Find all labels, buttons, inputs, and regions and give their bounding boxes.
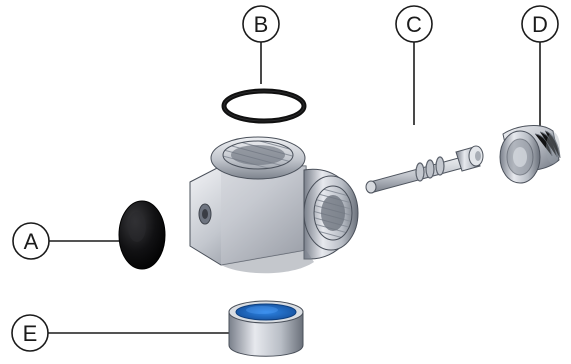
callout-d: D bbox=[521, 5, 559, 43]
main-tee-body bbox=[189, 136, 359, 274]
callout-lines bbox=[44, 40, 541, 334]
part-b-o-ring bbox=[221, 88, 307, 124]
callout-c: C bbox=[395, 5, 433, 43]
callout-label-d: D bbox=[532, 12, 548, 37]
callout-label-c: C bbox=[406, 12, 422, 37]
callout-a: A bbox=[12, 222, 50, 260]
part-a-rubber-cap bbox=[118, 200, 166, 270]
callout-label-b: B bbox=[254, 12, 269, 37]
callout-b: B bbox=[242, 5, 280, 43]
part-e-cup-with-seal bbox=[228, 300, 304, 357]
part-c-valve-stem bbox=[365, 145, 484, 194]
callout-label-a: A bbox=[24, 229, 39, 254]
callout-label-e: E bbox=[23, 321, 38, 346]
part-d-threaded-fitting bbox=[499, 125, 561, 184]
callout-e: E bbox=[11, 314, 49, 352]
